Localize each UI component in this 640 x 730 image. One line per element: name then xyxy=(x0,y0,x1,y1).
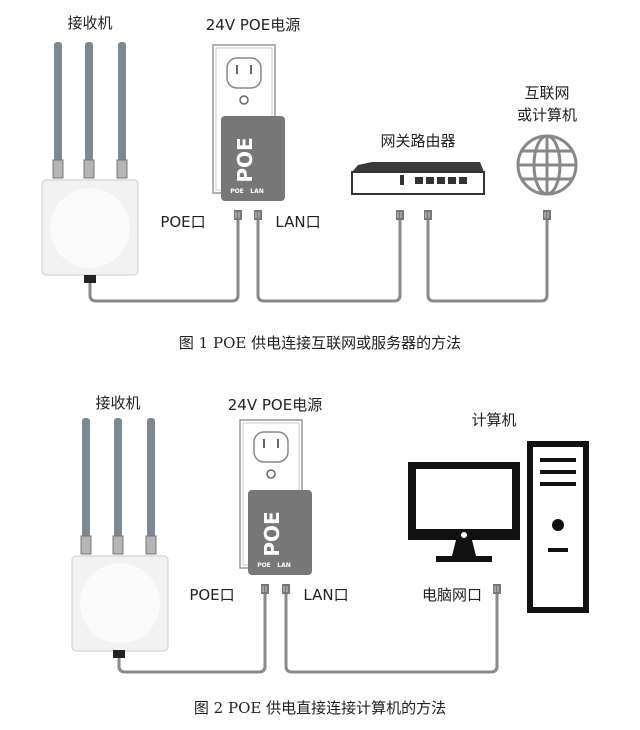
adapter-port-lan: LAN xyxy=(277,562,291,569)
internet-label-line2: 或计算机 xyxy=(517,106,577,124)
router-icon xyxy=(351,162,485,195)
power-label: 24V POE电源 xyxy=(228,396,322,414)
power-label: 24V POE电源 xyxy=(206,16,300,34)
poe-port-label: POE口 xyxy=(189,586,234,604)
adapter-port-poe: POE xyxy=(257,562,271,569)
receiver-icon xyxy=(41,41,139,283)
figure-2-caption: 图 2 POE 供电直接连接计算机的方法 xyxy=(194,699,446,717)
receiver-icon xyxy=(71,417,169,658)
cables xyxy=(117,583,502,674)
computer-icon xyxy=(408,441,589,613)
computer-label: 计算机 xyxy=(471,411,516,429)
receiver-label: 接收机 xyxy=(67,14,112,32)
figure-1-caption: 图 1 POE 供电连接互联网或服务器的方法 xyxy=(179,334,461,352)
poe-port-label: POE口 xyxy=(160,213,205,231)
adapter-port-poe: POE xyxy=(230,188,244,195)
cables xyxy=(88,209,552,303)
power-outlet-icon: POE POE LAN xyxy=(239,419,312,575)
router-label: 网关路由器 xyxy=(380,132,455,150)
internet-label-line1: 互联网 xyxy=(524,84,569,102)
figure-2: 接收机 24V POE电源 POE POE LAN POE口 LAN口 计算机 xyxy=(71,394,589,717)
globe-icon xyxy=(516,134,578,196)
pc-port-label: 电脑网口 xyxy=(422,586,482,604)
lan-port-label: LAN口 xyxy=(303,586,348,604)
adapter-text: POE xyxy=(260,511,284,556)
power-outlet-icon: POE POE LAN xyxy=(212,44,285,201)
figure-1: 接收机 24V POE电源 POE POE LAN POE口 LAN口 网关路由… xyxy=(41,14,578,352)
lan-port-label: LAN口 xyxy=(275,213,320,231)
adapter-text: POE xyxy=(233,137,257,182)
receiver-label: 接收机 xyxy=(95,394,140,412)
adapter-port-lan: LAN xyxy=(250,188,264,195)
